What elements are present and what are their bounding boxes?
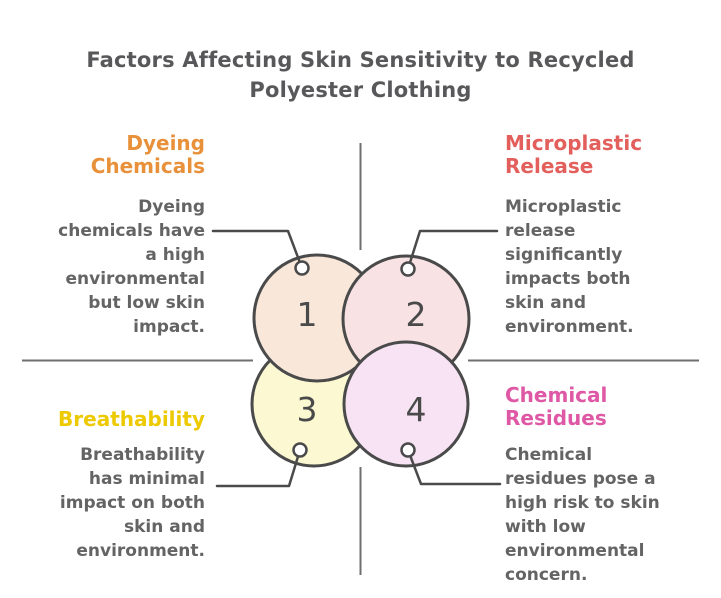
quadrant-2-heading: Microplastic Release bbox=[505, 131, 643, 178]
quadrant-4-heading: Chemical Residues bbox=[505, 383, 608, 430]
circle-4-number: 4 bbox=[406, 390, 427, 429]
quadrant-1-description: Dyeing chemicals have a high environment… bbox=[58, 197, 205, 337]
connector-dot-2 bbox=[400, 261, 416, 277]
connector-2 bbox=[406, 229, 499, 271]
circle-4 bbox=[342, 340, 470, 468]
quadrant-3-description: Breathability has minimal impact on both… bbox=[59, 445, 205, 561]
circle-1-number: 1 bbox=[297, 295, 318, 334]
page-title: Factors Affecting Skin Sensitivity to Re… bbox=[86, 48, 635, 102]
circle-2-number: 2 bbox=[406, 295, 427, 334]
connector-4 bbox=[406, 448, 502, 486]
connector-dot-4 bbox=[400, 442, 416, 458]
quadrant-2-description: Microplastic release significantly impac… bbox=[505, 197, 634, 337]
circle-3-number: 3 bbox=[297, 390, 318, 429]
quadrant-1-heading: Dyeing Chemicals bbox=[90, 131, 205, 178]
connector-1 bbox=[211, 229, 304, 270]
quadrant-4-description: Chemical residues pose a high risk to sk… bbox=[505, 445, 660, 585]
connector-dot-3 bbox=[292, 442, 308, 458]
connector-3 bbox=[215, 448, 302, 488]
quadrant-3-heading: Breathability bbox=[58, 407, 205, 431]
connector-dot-1 bbox=[294, 260, 310, 276]
